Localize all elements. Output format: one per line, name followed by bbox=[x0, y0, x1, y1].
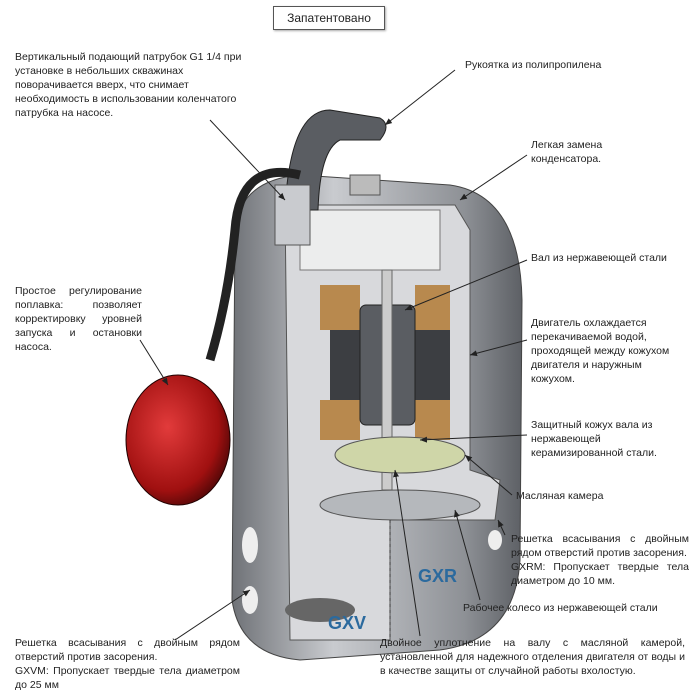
model-gxv: GXV bbox=[328, 613, 367, 633]
gxr-grid-text: Решетка всасывания с двойным рядом отвер… bbox=[511, 533, 689, 559]
patented-title: Запатентовано bbox=[273, 6, 385, 30]
model-gxr: GXR bbox=[418, 566, 458, 586]
gxv-grid-text: Решетка всасывания с двойным рядом отвер… bbox=[15, 637, 240, 663]
outlet-pipe bbox=[274, 184, 311, 246]
gxr-grid-callout: Решетка всасывания с двойным рядом отвер… bbox=[511, 532, 689, 588]
float-switch bbox=[125, 374, 231, 506]
float-callout: Простое регулирование поплавка: позволяе… bbox=[15, 285, 142, 353]
float-cable bbox=[205, 167, 302, 362]
seal-callout: Двойное уплотнение на валу с масляной ка… bbox=[380, 637, 685, 677]
cooling-callout: Двигатель охлаждается перекачиваемой вод… bbox=[531, 317, 670, 385]
oil-chamber bbox=[334, 436, 466, 474]
shaft-callout: Вал из нержавеющей стали bbox=[531, 252, 667, 264]
shaft-cover-callout: Защитный кожух вала из нержавеющей керам… bbox=[531, 419, 657, 459]
gxrm-text: GXRM: Пропускает твердые тела диаметром … bbox=[511, 561, 689, 587]
impeller-callout: Рабочее колесо из нержавеющей стали bbox=[463, 602, 658, 614]
handle-callout: Рукоятка из полипропилена bbox=[465, 59, 602, 71]
gxvm-text: GXVM: Пропускает твердые тела диаметром … bbox=[15, 665, 240, 691]
oil-chamber-callout: Масляная камера bbox=[516, 490, 604, 502]
callout-arrows bbox=[139, 69, 528, 641]
outlet-callout: Вертикальный подающий патрубок G1 1/4 пр… bbox=[15, 51, 242, 119]
stator-winding bbox=[320, 285, 360, 330]
capacitor-callout: Легкая замена конденсатора. bbox=[531, 139, 603, 165]
gxv-grid-callout: Решетка всасывания с двойным рядом отвер… bbox=[15, 636, 240, 692]
